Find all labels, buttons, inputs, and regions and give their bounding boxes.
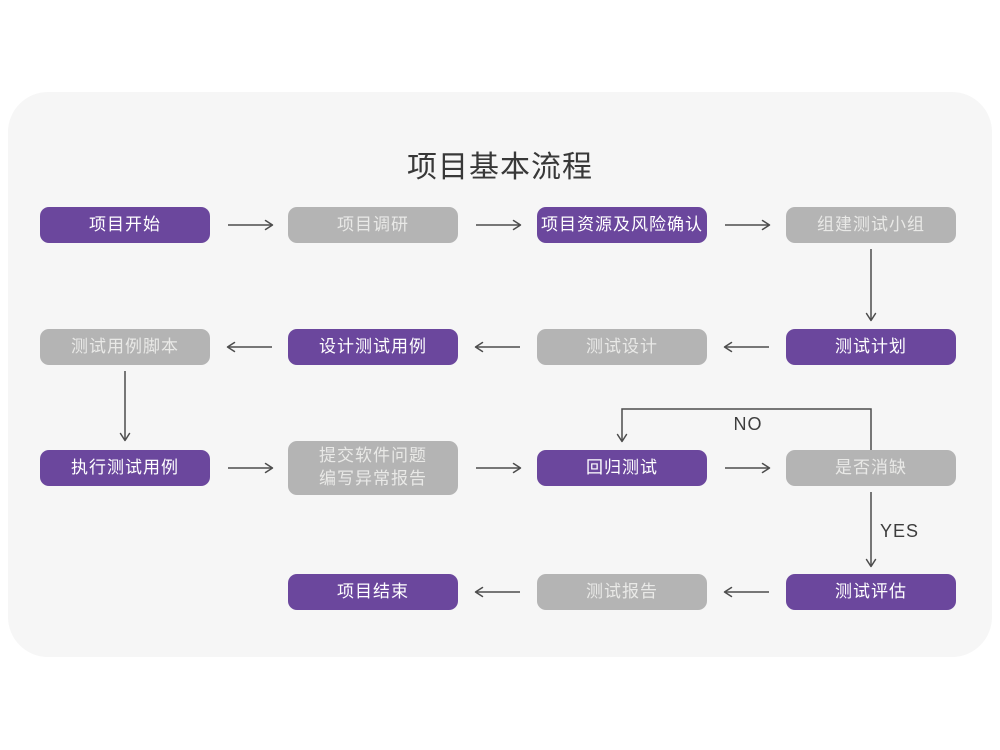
node-resources-risk: 项目资源及风险确认 [537, 207, 707, 243]
diagram-title: 项目基本流程 [407, 151, 593, 184]
node-test-plan: 测试计划 [786, 329, 956, 365]
branch-label-yes: YES [880, 521, 920, 541]
node-submit-issue-report: 提交软件问题 编写异常报告 [288, 441, 458, 495]
node-test-evaluation: 测试评估 [786, 574, 956, 610]
flowchart-card [8, 92, 992, 657]
node-regression-test: 回归测试 [537, 450, 707, 486]
node-test-case-script: 测试用例脚本 [40, 329, 210, 365]
node-build-test-team: 组建测试小组 [786, 207, 956, 243]
node-project-start: 项目开始 [40, 207, 210, 243]
node-design-test-cases: 设计测试用例 [288, 329, 458, 365]
node-test-design: 测试设计 [537, 329, 707, 365]
node-execute-test-cases: 执行测试用例 [40, 450, 210, 486]
node-test-report: 测试报告 [537, 574, 707, 610]
node-defect-cleared: 是否消缺 [786, 450, 956, 486]
node-project-end: 项目结束 [288, 574, 458, 610]
branch-label-no: NO [733, 414, 763, 434]
node-project-research: 项目调研 [288, 207, 458, 243]
